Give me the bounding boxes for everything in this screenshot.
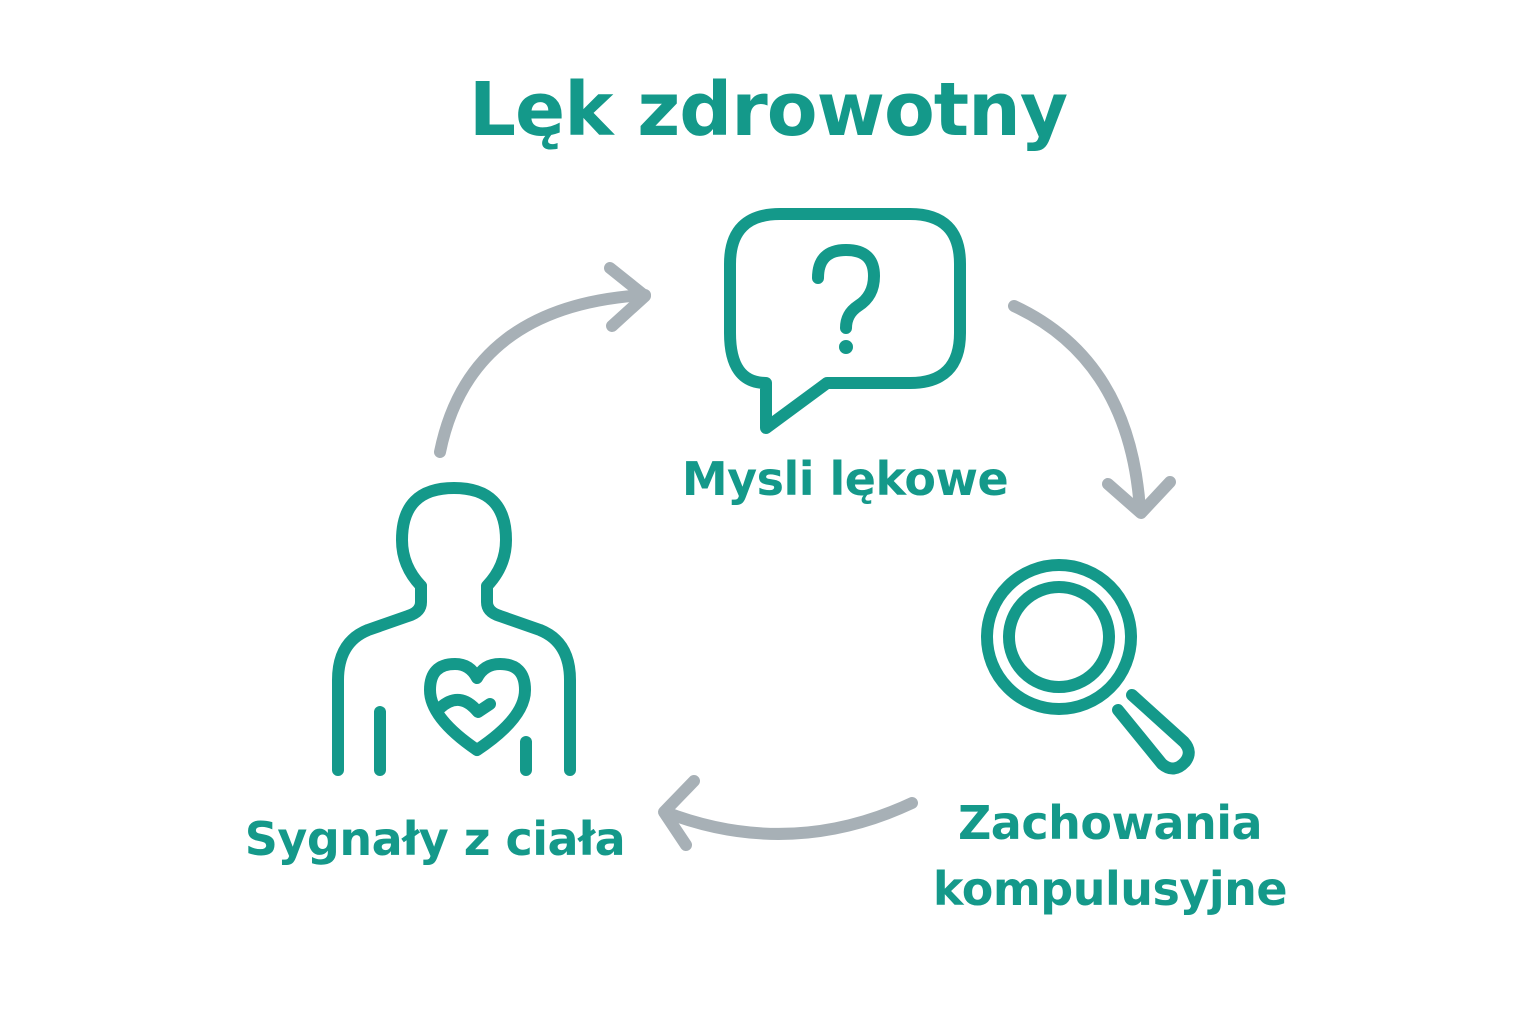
speech-bubble-question-icon: [724, 208, 966, 434]
magnifying-glass-icon: [981, 559, 1195, 775]
node-label-body: Sygnały z ciała: [244, 812, 626, 866]
node-label-behaviors-line2: kompulusyjne: [932, 862, 1288, 916]
arrow-behaviors-to-body: [658, 775, 918, 851]
node-label-behaviors: Zachowania kompulusyjne: [880, 790, 1340, 922]
arrow-thoughts-to-behaviors: [1008, 300, 1176, 519]
node-label-behaviors-line1: Zachowania: [957, 796, 1263, 850]
arrow-body-to-thoughts: [434, 262, 651, 458]
person-heart-icon: [332, 482, 576, 776]
node-label-thoughts: Mysli lękowe: [681, 452, 1009, 506]
diagram-title: Lęk zdrowotny: [468, 67, 1068, 153]
